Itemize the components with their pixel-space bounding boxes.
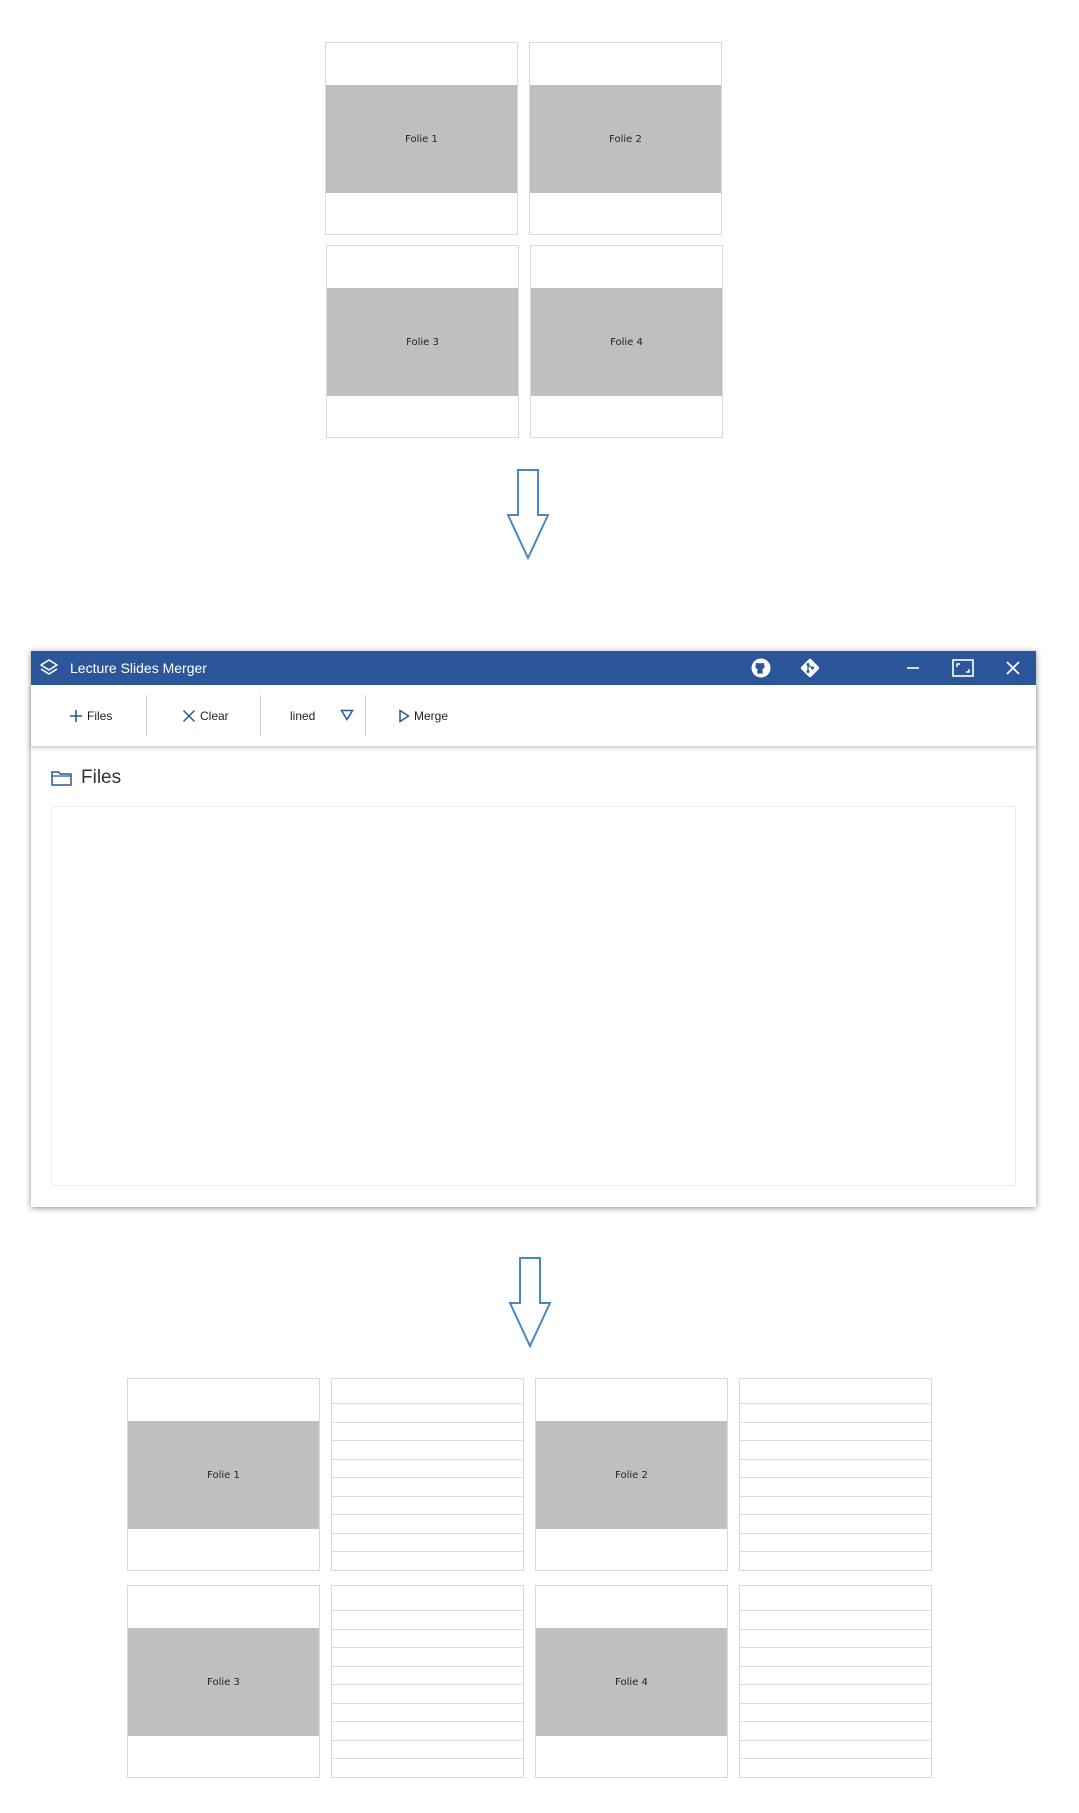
ruled-line <box>332 1403 523 1404</box>
ruled-line <box>332 1702 523 1704</box>
ruled-line <box>740 1477 931 1478</box>
source-slide-2: Folie 2 <box>529 42 722 235</box>
app-window: Lecture Slides Merger <box>31 651 1036 1207</box>
ruled-line <box>740 1495 931 1497</box>
clear-label: Clear <box>200 708 229 723</box>
file-list[interactable] <box>51 806 1016 1186</box>
ruled-line <box>740 1610 931 1611</box>
down-arrow-icon <box>508 1257 552 1348</box>
ruled-line <box>332 1514 523 1515</box>
ruled-line <box>332 1628 523 1630</box>
close-button[interactable] <box>990 651 1036 685</box>
window-title: Lecture Slides Merger <box>70 660 207 676</box>
ruled-line <box>740 1739 931 1741</box>
slide-label: Folie 1 <box>326 85 517 193</box>
clear-button[interactable]: Clear <box>182 685 229 746</box>
source-slide-4: Folie 4 <box>530 245 723 438</box>
ruled-line <box>332 1684 523 1685</box>
ruled-line <box>332 1458 523 1460</box>
notes-page <box>739 1585 932 1778</box>
ruled-line <box>332 1440 523 1441</box>
down-arrow-icon <box>506 469 550 560</box>
title-bar[interactable]: Lecture Slides Merger <box>31 651 1036 685</box>
ruled-line <box>740 1702 931 1704</box>
merge-label: Merge <box>414 708 449 723</box>
github-button[interactable] <box>741 651 781 685</box>
ruled-line <box>740 1551 931 1552</box>
layout-select-value: lined <box>290 708 316 723</box>
notes-page <box>331 1585 524 1778</box>
minimize-icon <box>907 667 919 669</box>
minimize-button[interactable] <box>890 651 936 685</box>
ruled-line <box>740 1532 931 1534</box>
slide-label: Folie 1 <box>128 1421 319 1529</box>
ruled-line <box>332 1647 523 1648</box>
maximize-button[interactable] <box>940 651 986 685</box>
toolbar-divider <box>365 695 366 736</box>
folder-icon <box>51 771 72 786</box>
ruled-line <box>740 1458 931 1460</box>
ruled-line <box>332 1610 523 1611</box>
ruled-line <box>740 1721 931 1722</box>
result-slide-1: Folie 1 <box>127 1378 320 1571</box>
ruled-line <box>332 1421 523 1423</box>
git-icon <box>800 658 820 678</box>
add-files-button[interactable]: Files <box>69 685 112 746</box>
ruled-line <box>740 1421 931 1423</box>
merge-button[interactable]: Merge <box>398 685 448 746</box>
slide-label: Folie 4 <box>531 288 722 396</box>
ruled-line <box>332 1532 523 1534</box>
close-icon <box>1006 661 1020 675</box>
result-slide-2: Folie 2 <box>535 1378 728 1571</box>
notes-page <box>331 1378 524 1571</box>
plus-icon <box>70 709 82 722</box>
ruled-line <box>740 1684 931 1685</box>
source-slide-1: Folie 1 <box>325 42 518 235</box>
ruled-line <box>332 1665 523 1667</box>
ruled-line <box>332 1721 523 1722</box>
notes-page <box>739 1378 932 1571</box>
ruled-line <box>740 1665 931 1667</box>
slide-label: Folie 2 <box>536 1421 727 1529</box>
files-section-header: Files <box>51 766 121 790</box>
ruled-line <box>740 1628 931 1630</box>
result-slide-4: Folie 4 <box>535 1585 728 1778</box>
ruled-line <box>740 1440 931 1441</box>
toolbar: Files Clear lined Merge <box>31 685 1036 746</box>
ruled-line <box>740 1647 931 1648</box>
layout-select[interactable]: lined <box>290 685 380 746</box>
result-slide-3: Folie 3 <box>127 1585 320 1778</box>
ruled-line <box>332 1551 523 1552</box>
github-icon <box>751 658 771 678</box>
git-button[interactable] <box>790 651 830 685</box>
clear-x-icon <box>182 709 196 722</box>
ruled-line <box>740 1403 931 1404</box>
maximize-icon <box>952 659 974 677</box>
toolbar-divider <box>260 695 261 736</box>
ruled-line <box>332 1477 523 1478</box>
source-slide-3: Folie 3 <box>326 245 519 438</box>
dropdown-triangle-icon <box>340 709 354 721</box>
ruled-line <box>740 1514 931 1515</box>
files-header-label: Files <box>81 767 122 788</box>
layers-icon <box>40 659 58 675</box>
slide-label: Folie 3 <box>327 288 518 396</box>
slide-label: Folie 3 <box>128 1628 319 1736</box>
toolbar-divider <box>146 695 147 736</box>
add-files-label: Files <box>87 708 113 723</box>
ruled-line <box>740 1758 931 1759</box>
slide-label: Folie 2 <box>530 85 721 193</box>
ruled-line <box>332 1739 523 1741</box>
ruled-line <box>332 1495 523 1497</box>
ruled-line <box>332 1758 523 1759</box>
slide-label: Folie 4 <box>536 1628 727 1736</box>
play-icon <box>399 708 410 723</box>
